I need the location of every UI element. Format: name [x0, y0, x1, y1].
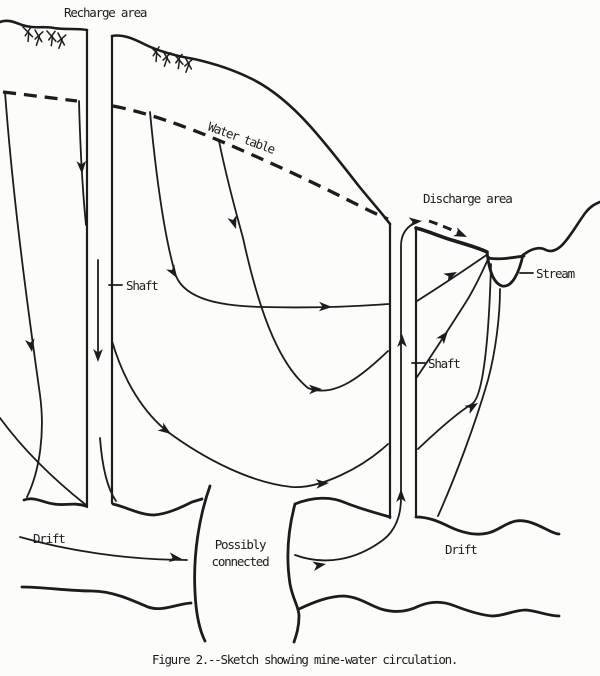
diagram-labels: Recharge area Water table Discharge area…: [33, 5, 576, 667]
flow-arrowhead: [166, 264, 182, 281]
flow-lines: [0, 91, 501, 562]
flow-channel-up-right-shaft: [294, 221, 418, 562]
hatch-mark-icon: [32, 29, 44, 47]
right-shaft: [388, 222, 418, 520]
flow-arrowhead: [408, 216, 423, 227]
flow-drift-to-channel: [19, 536, 188, 561]
left-drift-roof-right: [111, 497, 204, 517]
right-drift-roof: [414, 515, 561, 536]
hatch-mark-icon: [182, 56, 194, 74]
flow-far-left: [4, 91, 43, 498]
stream-label: Stream: [536, 266, 575, 281]
right-drift-floor: [297, 594, 561, 618]
hatch-mark-icon: [55, 32, 67, 50]
recharge-hatch-marks: [22, 25, 194, 74]
drift-boundaries: [20, 496, 561, 618]
flow-to-stream-3: [417, 263, 492, 450]
flow-arrowheads: [25, 160, 481, 571]
figure-caption: Figure 2.--Sketch showing mine-water cir…: [152, 652, 457, 667]
right-drift-label: Drift: [445, 542, 477, 557]
surface-right-bank-line: [521, 200, 600, 257]
flow-arrowhead: [168, 552, 183, 564]
flow-to-stream-2: [416, 256, 490, 378]
left-drift-roof-left: [22, 497, 88, 508]
mid-drift-roof: [293, 496, 392, 519]
label-ticks: [108, 272, 534, 364]
flow-to-stream-1: [416, 253, 489, 302]
water-table-right-segment: [112, 104, 389, 221]
surface-dashed-arrow-line: [428, 219, 460, 235]
possibly-connected-channel: [193, 484, 301, 644]
stream-water-surface: [486, 254, 526, 261]
left-shaft-bottom-curve: [99, 437, 117, 502]
stream-pocket: [485, 250, 525, 288]
flow-arrowhead: [436, 328, 452, 345]
right-shaft-label: Shaft: [428, 356, 460, 371]
water-table-left-segment: [2, 90, 78, 103]
left-drift-floor: [20, 585, 193, 611]
left-drift-label: Drift: [33, 531, 65, 546]
surface-mid-line: [110, 34, 392, 226]
hatch-mark-icon: [46, 29, 58, 47]
left-shaft: [85, 28, 117, 509]
stream-channel: [485, 250, 526, 288]
discharge-area-label: Discharge area: [423, 191, 512, 206]
flow-arrowhead: [25, 338, 37, 353]
channel-left-boundary: [193, 484, 212, 643]
flow-left-edge-lower: [0, 417, 87, 506]
flow-arrowhead: [397, 334, 407, 347]
flow-streamline-2: [218, 140, 389, 392]
flow-streamline-3: [111, 340, 389, 488]
left-shaft-label: Shaft: [126, 278, 158, 293]
possibly-connected-label-line2: connected: [212, 554, 270, 569]
ground-surface: [0, 19, 600, 257]
flow-to-stream-4: [437, 288, 501, 517]
recharge-area-label: Recharge area: [64, 5, 147, 20]
surface-left-line: [0, 19, 89, 32]
surface-discharge-line: [414, 226, 489, 254]
flow-arrowhead: [453, 227, 469, 242]
water-table-line: [2, 90, 389, 221]
possibly-connected-label-line1: Possibly: [215, 537, 267, 552]
flow-beside-left-shaft: [78, 100, 87, 226]
hatch-mark-icon: [22, 25, 34, 43]
channel-right-boundary: [286, 502, 301, 644]
